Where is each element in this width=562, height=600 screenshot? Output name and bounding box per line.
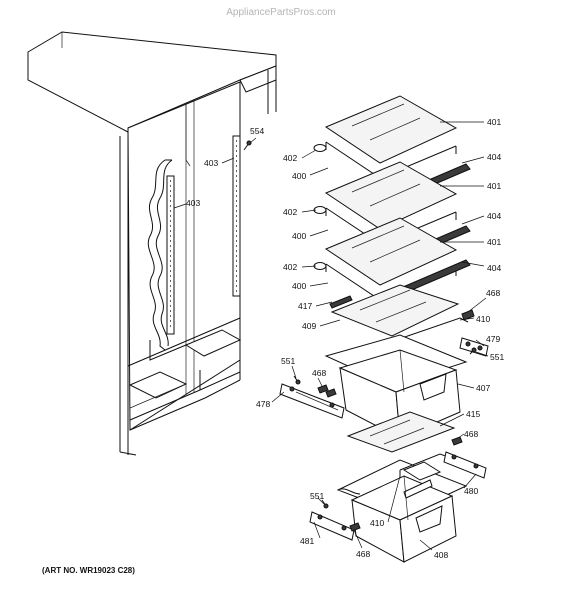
callout-404-bottom: 404 — [487, 263, 501, 273]
upper-crisper-drawer — [324, 334, 468, 439]
callout-417: 417 — [298, 301, 312, 311]
callout-468-lower-right: 468 — [464, 429, 478, 439]
slide-rail-481 — [309, 511, 355, 541]
shelf-glass-2 — [324, 161, 458, 230]
callout-labels: 554 403 403 401 402 404 400 401 402 404 … — [186, 117, 504, 560]
screw-551-upper-right — [469, 347, 477, 355]
refrigerator-cabinet — [27, 31, 277, 456]
callout-408: 408 — [434, 550, 448, 560]
callout-551-left: 551 — [281, 356, 295, 366]
callout-409: 409 — [302, 321, 316, 331]
callout-468-top: 468 — [486, 288, 500, 298]
stop-468-lower-left — [349, 522, 361, 532]
callout-401-top: 401 — [487, 117, 501, 127]
callout-402-top: 402 — [283, 153, 297, 163]
drawer-cover-trim — [329, 295, 353, 309]
callout-401-bottom: 401 — [487, 237, 501, 247]
slide-rail-478 — [279, 383, 345, 419]
callout-400-bottom: 400 — [292, 281, 306, 291]
callout-402-middle: 402 — [283, 207, 297, 217]
watermark: AppliancePartsPros.com — [226, 7, 336, 18]
screw-551-upper-left — [293, 375, 301, 385]
callout-400-top: 400 — [292, 171, 306, 181]
slide-rail-480 — [443, 451, 487, 479]
callout-481: 481 — [300, 536, 314, 546]
stop-468-upper-left — [317, 384, 337, 398]
callout-410-lower: 410 — [370, 518, 384, 528]
callout-404-top: 404 — [487, 152, 501, 162]
slide-rail-479 — [459, 337, 489, 357]
callout-407: 407 — [476, 383, 490, 393]
shelf-ladder-right — [232, 135, 241, 297]
callout-554: 554 — [250, 126, 264, 136]
callout-551-lower: 551 — [310, 491, 324, 501]
lower-drawer-cover-glass — [346, 411, 456, 453]
callout-551-right: 551 — [490, 352, 504, 362]
callout-480: 480 — [464, 486, 478, 496]
shelf-glass-3 — [324, 217, 458, 286]
callout-478: 478 — [256, 399, 270, 409]
stop-468-lower-right — [451, 436, 463, 446]
screw-551-lower — [321, 499, 329, 509]
callout-415: 415 — [466, 409, 480, 419]
callout-400-middle: 400 — [292, 231, 306, 241]
callout-402-bottom: 402 — [283, 262, 297, 272]
art-number: (ART NO. WR19023 C28) — [42, 566, 135, 575]
callout-403-right: 403 — [204, 158, 218, 168]
callout-401-middle: 401 — [487, 181, 501, 191]
callout-468-lower-left: 468 — [356, 549, 370, 559]
callout-404-middle: 404 — [487, 211, 501, 221]
callout-479: 479 — [486, 334, 500, 344]
shelf-ladder-left — [166, 175, 175, 335]
callout-410-top: 410 — [476, 314, 490, 324]
callout-468-middle: 468 — [312, 368, 326, 378]
callout-403-left: 403 — [186, 198, 200, 208]
leader-lines — [173, 121, 489, 551]
shelf-clip-1 — [313, 144, 327, 152]
screw-554 — [243, 140, 252, 151]
drawer-cover-glass — [330, 284, 460, 337]
lower-crisper-drawer — [336, 459, 468, 563]
shelf-glass-1 — [324, 95, 458, 164]
